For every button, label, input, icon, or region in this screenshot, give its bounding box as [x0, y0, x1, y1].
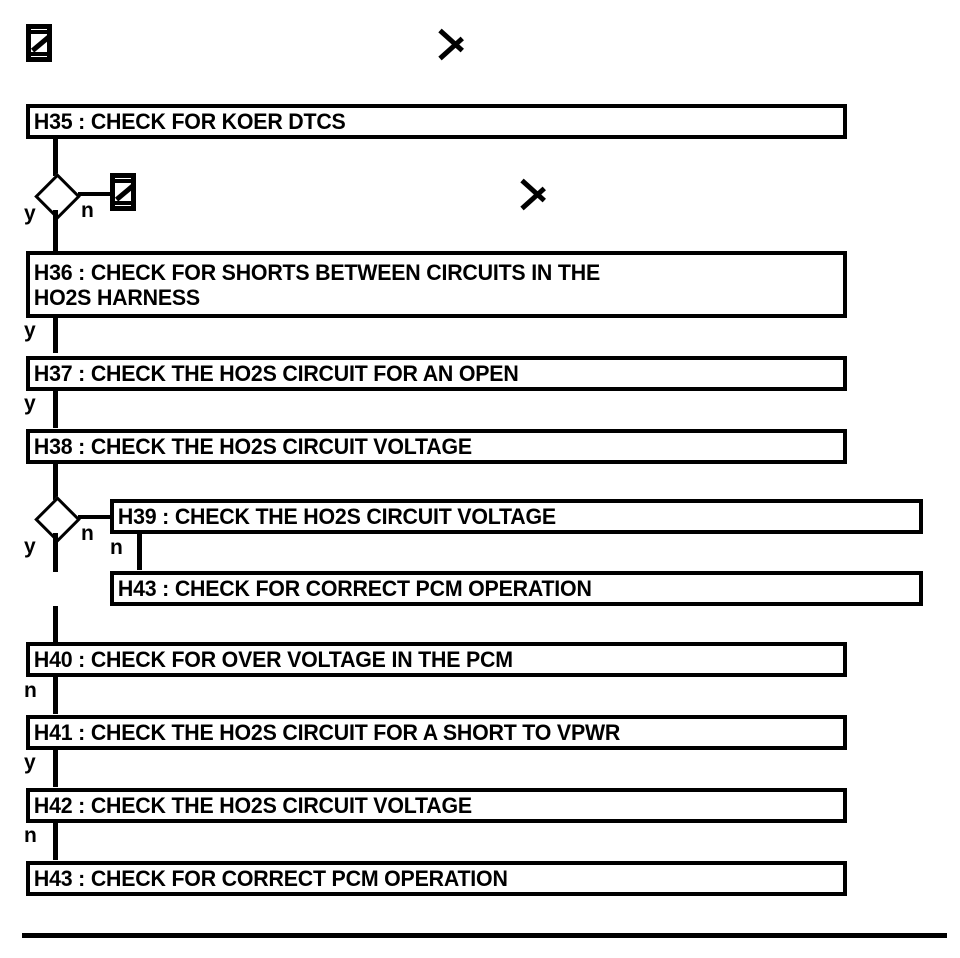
z-bar-top [31, 30, 47, 34]
z-bar-bottom [115, 201, 131, 205]
step-label-h37: H37 : CHECK THE HO2S CIRCUIT FOR AN OPEN [33, 361, 519, 386]
step-box-h36[interactable]: H36 : CHECK FOR SHORTS BETWEEN CIRCUITS … [26, 251, 847, 318]
step-box-h43-final[interactable]: H43 : CHECK FOR CORRECT PCM OPERATION [26, 861, 847, 896]
step-label-h43-nested: H43 : CHECK FOR CORRECT PCM OPERATION [117, 576, 592, 601]
connector-h38-to-decision2 [53, 464, 58, 500]
branch-label-h35-yes: y [24, 202, 36, 225]
branch-label-h41-yes: y [24, 751, 36, 774]
connector-h40-to-h41 [53, 677, 58, 714]
z-slash [114, 183, 136, 202]
step-label-h36: H36 : CHECK FOR SHORTS BETWEEN CIRCUITS … [33, 259, 600, 310]
offpage-connector-z-icon-branch [110, 173, 136, 211]
step-box-h41[interactable]: H41 : CHECK THE HO2S CIRCUIT FOR A SHORT… [26, 715, 847, 750]
chevron-right-icon-branch [520, 170, 556, 214]
step-label-h38: H38 : CHECK THE HO2S CIRCUIT VOLTAGE [33, 434, 472, 459]
connector-h39-to-h43a [137, 534, 142, 570]
offpage-connector-z-icon [26, 24, 52, 62]
step-box-h37[interactable]: H37 : CHECK THE HO2S CIRCUIT FOR AN OPEN [26, 356, 847, 391]
branch-label-h40-no: n [24, 679, 37, 702]
bottom-divider [22, 933, 947, 938]
branch-label-h36-yes: y [24, 319, 36, 342]
step-label-h41: H41 : CHECK THE HO2S CIRCUIT FOR A SHORT… [33, 720, 621, 745]
connector-decision2-no [78, 515, 114, 519]
connector-decision2-yes-upper [53, 533, 58, 572]
step-box-h39[interactable]: H39 : CHECK THE HO2S CIRCUIT VOLTAGE [110, 499, 923, 534]
connector-h42-to-h43b [53, 823, 58, 860]
step-box-h40[interactable]: H40 : CHECK FOR OVER VOLTAGE IN THE PCM [26, 642, 847, 677]
step-label-h43-final: H43 : CHECK FOR CORRECT PCM OPERATION [33, 866, 508, 891]
step-box-h35[interactable]: H35 : CHECK FOR KOER DTCS [26, 104, 847, 139]
step-box-h42[interactable]: H42 : CHECK THE HO2S CIRCUIT VOLTAGE [26, 788, 847, 823]
connector-decision2-yes-lower [53, 606, 58, 644]
step-label-h39: H39 : CHECK THE HO2S CIRCUIT VOLTAGE [117, 504, 556, 529]
connector-h41-to-h42 [53, 750, 58, 787]
branch-label-h35-no: n [81, 199, 94, 222]
z-slash [30, 34, 52, 53]
step-box-h38[interactable]: H38 : CHECK THE HO2S CIRCUIT VOLTAGE [26, 429, 847, 464]
branch-label-h39-no: n [110, 536, 123, 559]
connector-decision1-yes-to-h36 [53, 210, 58, 251]
branch-label-h37-yes: y [24, 392, 36, 415]
z-bar-top [115, 179, 131, 183]
step-label-h35: H35 : CHECK FOR KOER DTCS [33, 109, 346, 134]
branch-label-h38-no: n [81, 522, 94, 545]
branch-label-h42-no: n [24, 824, 37, 847]
chevron-right-icon [438, 20, 474, 64]
branch-label-h38-yes: y [24, 535, 36, 558]
z-bar-bottom [31, 52, 47, 56]
connector-h37-to-h38 [53, 391, 58, 428]
step-label-h42: H42 : CHECK THE HO2S CIRCUIT VOLTAGE [33, 793, 472, 818]
connector-h35-to-decision1 [53, 139, 58, 176]
step-box-h43-nested[interactable]: H43 : CHECK FOR CORRECT PCM OPERATION [110, 571, 923, 606]
connector-decision1-no [78, 192, 112, 196]
connector-h36-to-h37 [53, 318, 58, 353]
step-label-h40: H40 : CHECK FOR OVER VOLTAGE IN THE PCM [33, 647, 513, 672]
